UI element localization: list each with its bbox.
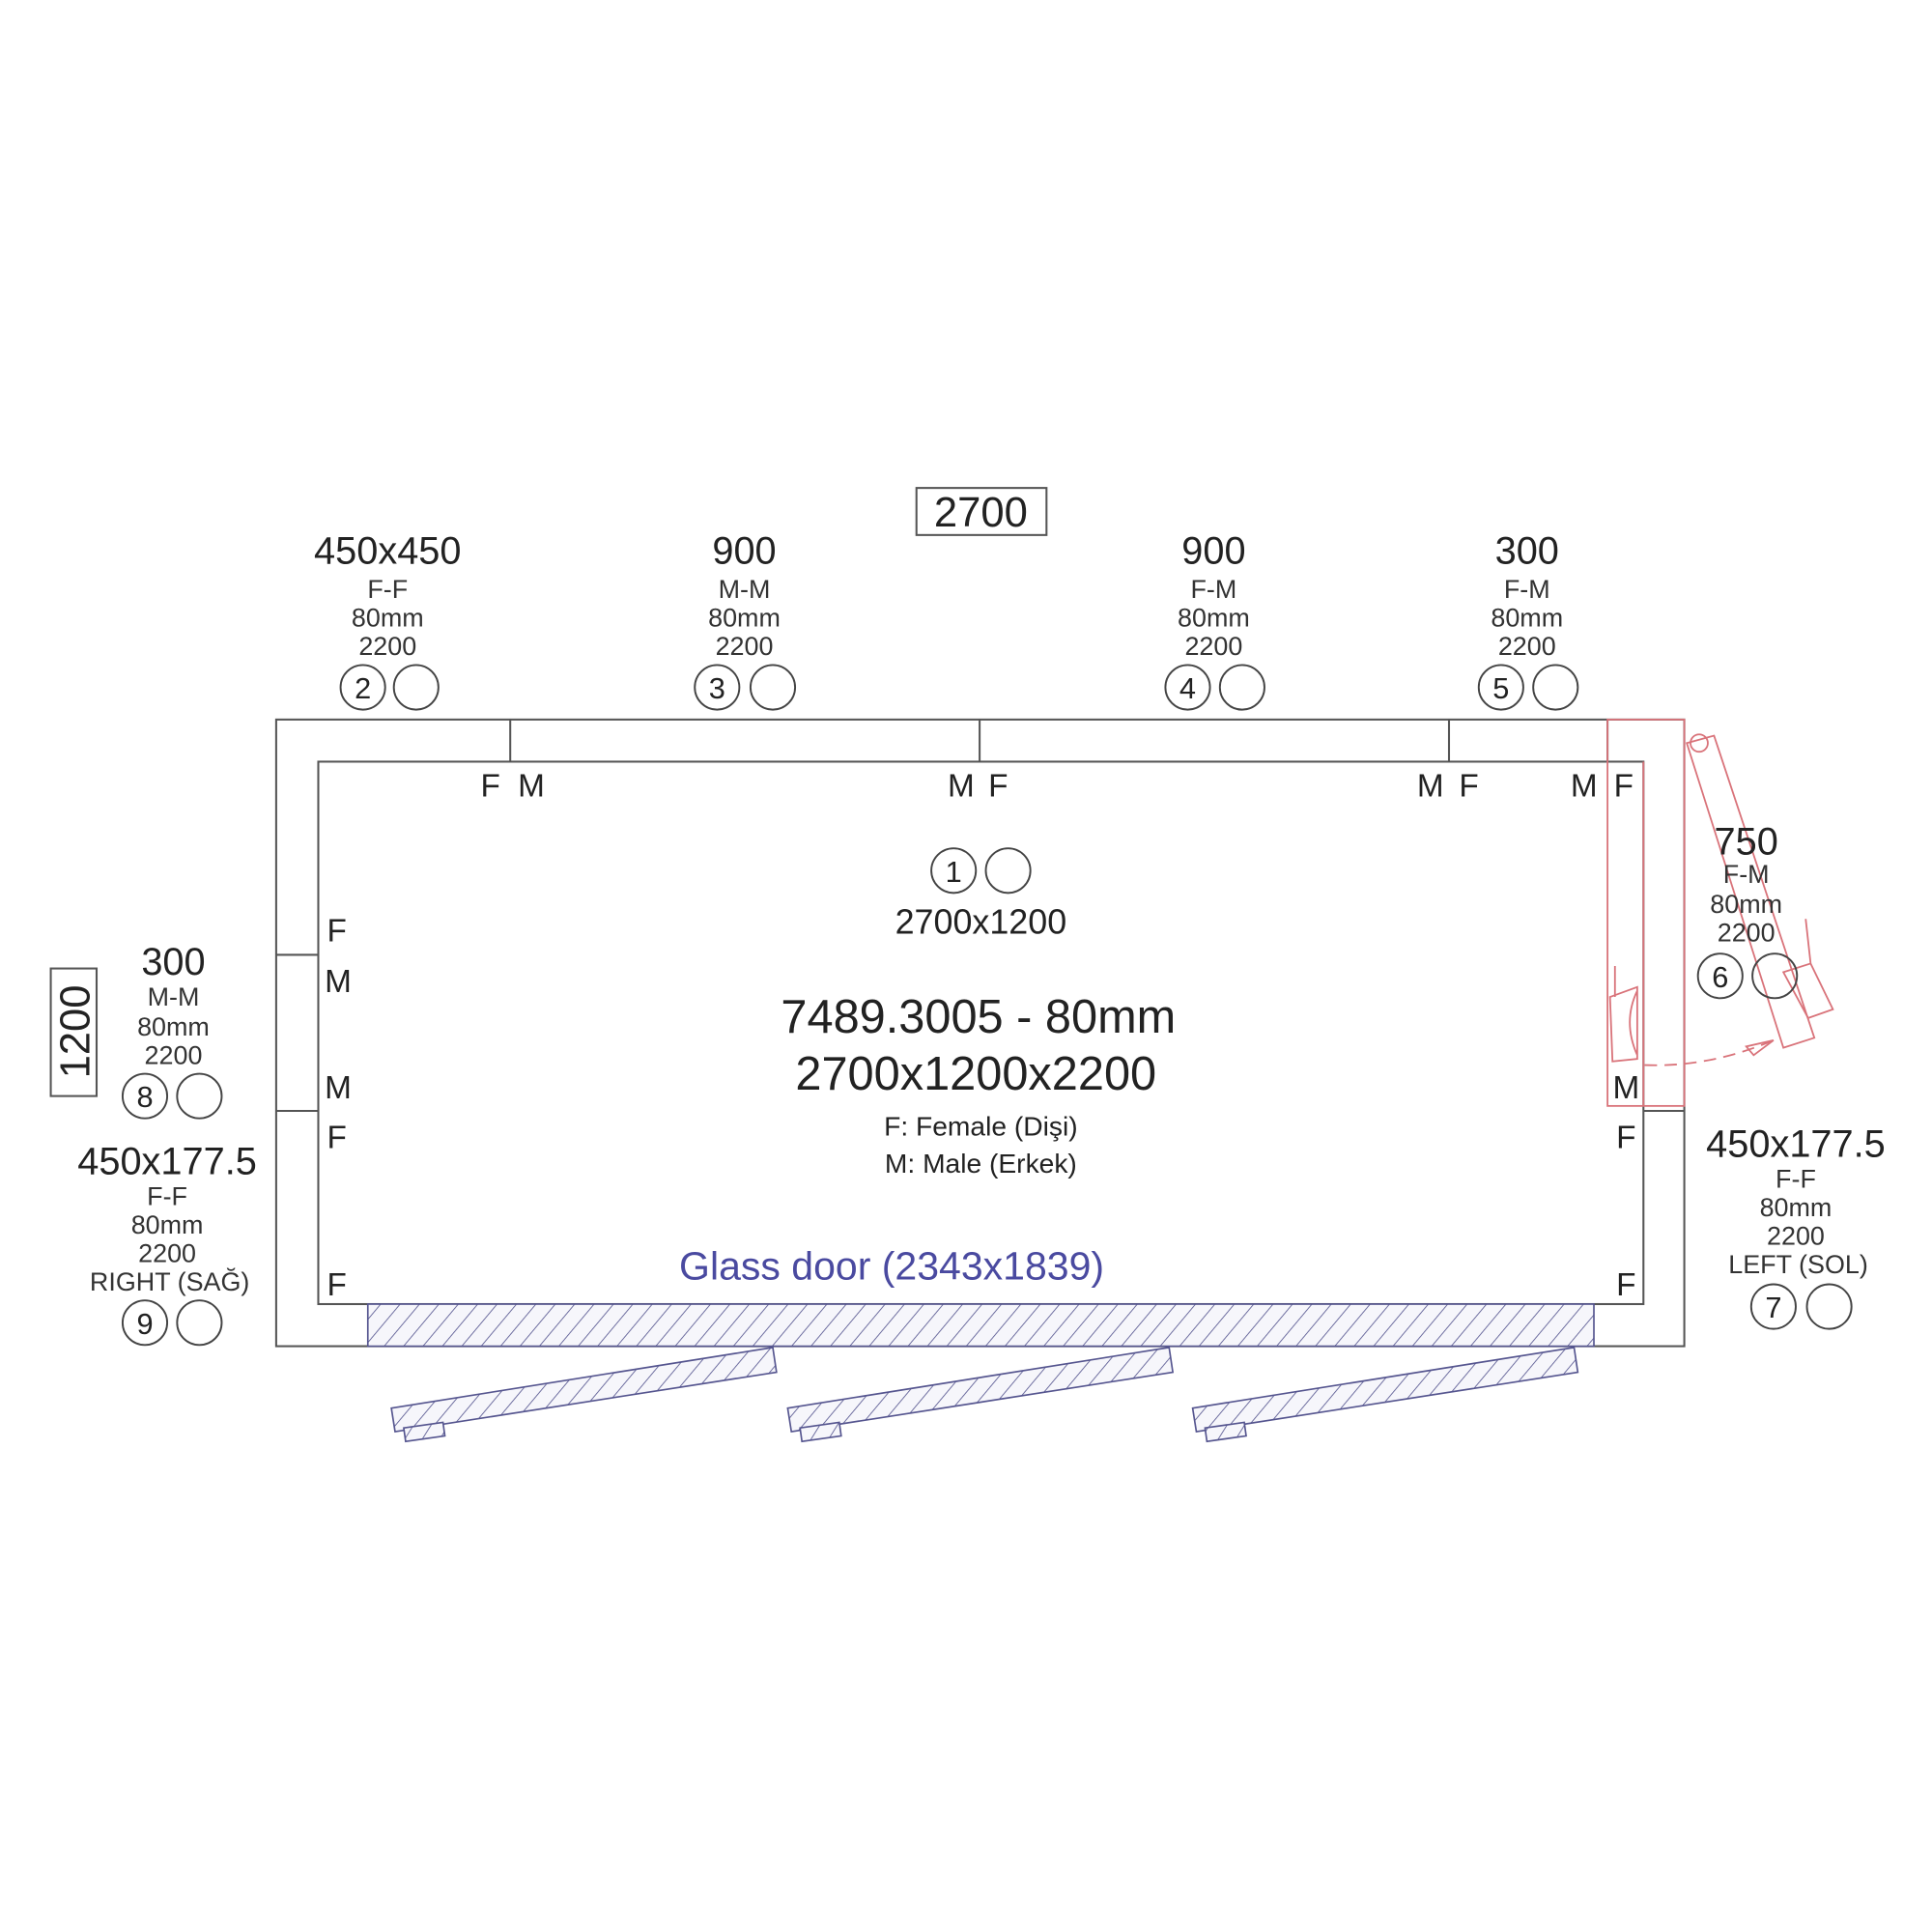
panels-p7-size: 450x177.5 <box>1706 1122 1886 1165</box>
product-code: 7489.3005 - 80mm <box>781 991 1176 1043</box>
width-dimension-box <box>915 487 1048 536</box>
panels-p8-num: 8 <box>136 1080 153 1114</box>
panels-p8-size: 300 <box>141 941 205 983</box>
panels-p8-height: 2200 <box>145 1040 203 1069</box>
panels-p3-num: 3 <box>709 671 725 705</box>
panels-p5-size: 300 <box>1495 529 1559 572</box>
joints-right-0: M <box>1612 1070 1639 1106</box>
panels-p7-side: LEFT (SOL) <box>1728 1250 1868 1279</box>
joints-top-6: M <box>1571 768 1598 804</box>
joints-right-2: F <box>1616 1267 1635 1303</box>
panels-p8-thickness: 80mm <box>137 1012 210 1041</box>
panels-p2-size: 450x450 <box>314 529 461 572</box>
joints-left-3: F <box>327 1120 347 1155</box>
panels-p3-height: 2200 <box>716 632 774 661</box>
panels-p3-joint: M-M <box>719 575 771 604</box>
panels-p4-height: 2200 <box>1184 632 1242 661</box>
joints-top-4: M <box>1417 768 1444 804</box>
panels-p3-thickness: 80mm <box>708 604 781 633</box>
panels-p7-joint: F-F <box>1776 1164 1816 1193</box>
panels-p2-height: 2200 <box>358 632 416 661</box>
panel-1-label: 1 2700x1200 <box>895 847 1067 942</box>
panels-p9-height: 2200 <box>138 1238 196 1267</box>
joints-right-1: F <box>1616 1120 1635 1155</box>
panels-p6-thickness: 80mm <box>1710 890 1782 919</box>
joints-top-1: M <box>518 768 545 804</box>
depth-dimension: 1200 <box>52 984 99 1078</box>
joints-top-5: F <box>1459 768 1478 804</box>
panels-p5-thickness: 80mm <box>1491 604 1563 633</box>
panels-p5-height: 2200 <box>1498 632 1556 661</box>
panel-7-label: 450x177.5 F-F 80mm 2200 LEFT (SOL) 7 <box>1706 1122 1886 1330</box>
panels-p8-joint: M-M <box>148 982 200 1011</box>
panels-p7-num: 7 <box>1765 1291 1781 1324</box>
panel-8-label: 300 M-M 80mm 2200 8 <box>121 941 223 1120</box>
joints-left-4: F <box>327 1267 347 1303</box>
panels-p1-size: 2700x1200 <box>895 903 1067 942</box>
panels-p9-side: RIGHT (SAĞ) <box>90 1266 249 1296</box>
panels-p2-thickness: 80mm <box>352 604 424 633</box>
panels-p6-height: 2200 <box>1718 918 1776 947</box>
joints-left-1: M <box>325 964 352 1000</box>
width-dimension: 2700 <box>934 490 1028 536</box>
glass-door-graphic <box>366 1303 1595 1443</box>
panels-p6-size: 750 <box>1715 821 1778 864</box>
panels-p4-size: 900 <box>1181 529 1245 572</box>
panel-9-label: 450x177.5 F-F 80mm 2200 RIGHT (SAĞ) 9 <box>77 1140 257 1347</box>
joints-left-0: F <box>327 913 347 949</box>
panel-2-label: 450x450 F-F 80mm 2200 2 <box>314 529 462 711</box>
panels-p7-height: 2200 <box>1767 1221 1825 1250</box>
panels-p2-joint: F-F <box>367 575 408 604</box>
panels-p9-thickness: 80mm <box>131 1210 204 1239</box>
panels-p4-thickness: 80mm <box>1178 604 1250 633</box>
panels-p9-joint: F-F <box>147 1181 187 1210</box>
panels-p1-num: 1 <box>946 855 962 889</box>
panel-3-label: 900 M-M 80mm 2200 3 <box>694 529 797 711</box>
legend-male: M: Male (Erkek) <box>885 1148 1077 1179</box>
joints-top-3: F <box>988 768 1008 804</box>
product-size: 2700x1200x2200 <box>795 1048 1156 1100</box>
hinged-door-swing <box>1606 718 1834 1107</box>
panels-p4-num: 4 <box>1179 671 1196 705</box>
panels-p4-joint: F-M <box>1191 575 1237 604</box>
panel-4-label: 900 F-M 80mm 2200 4 <box>1164 529 1265 711</box>
glass-door-label: Glass door (2343x1839) <box>679 1243 1104 1288</box>
panels-p5-num: 5 <box>1492 671 1509 705</box>
panels-p6-num: 6 <box>1712 960 1728 994</box>
panels-p6-joint: F-M <box>1723 860 1770 889</box>
joints-left-2: M <box>325 1070 352 1106</box>
panel-5-label: 300 F-M 80mm 2200 5 <box>1477 529 1579 711</box>
center-info: 7489.3005 - 80mm 2700x1200x2200 F: Femal… <box>781 991 1176 1179</box>
joints-top-7: F <box>1614 768 1634 804</box>
panels-p3-size: 900 <box>712 529 776 572</box>
panel-6-label: 750 F-M 80mm 2200 6 <box>1696 821 1799 1000</box>
legend-female: F: Female (Dişi) <box>884 1111 1077 1142</box>
joint-labels: F M M F M F M F F M M F F M F F <box>325 768 1639 1303</box>
panels-p9-num: 9 <box>136 1307 153 1341</box>
joints-top-2: M <box>948 768 975 804</box>
joints-top-0: F <box>481 768 500 804</box>
panels-p9-size: 450x177.5 <box>77 1140 257 1182</box>
depth-dimension-box <box>49 967 99 1097</box>
panels-p2-num: 2 <box>355 671 371 705</box>
panels-p7-thickness: 80mm <box>1760 1193 1833 1222</box>
panels-p5-joint: F-M <box>1504 575 1550 604</box>
